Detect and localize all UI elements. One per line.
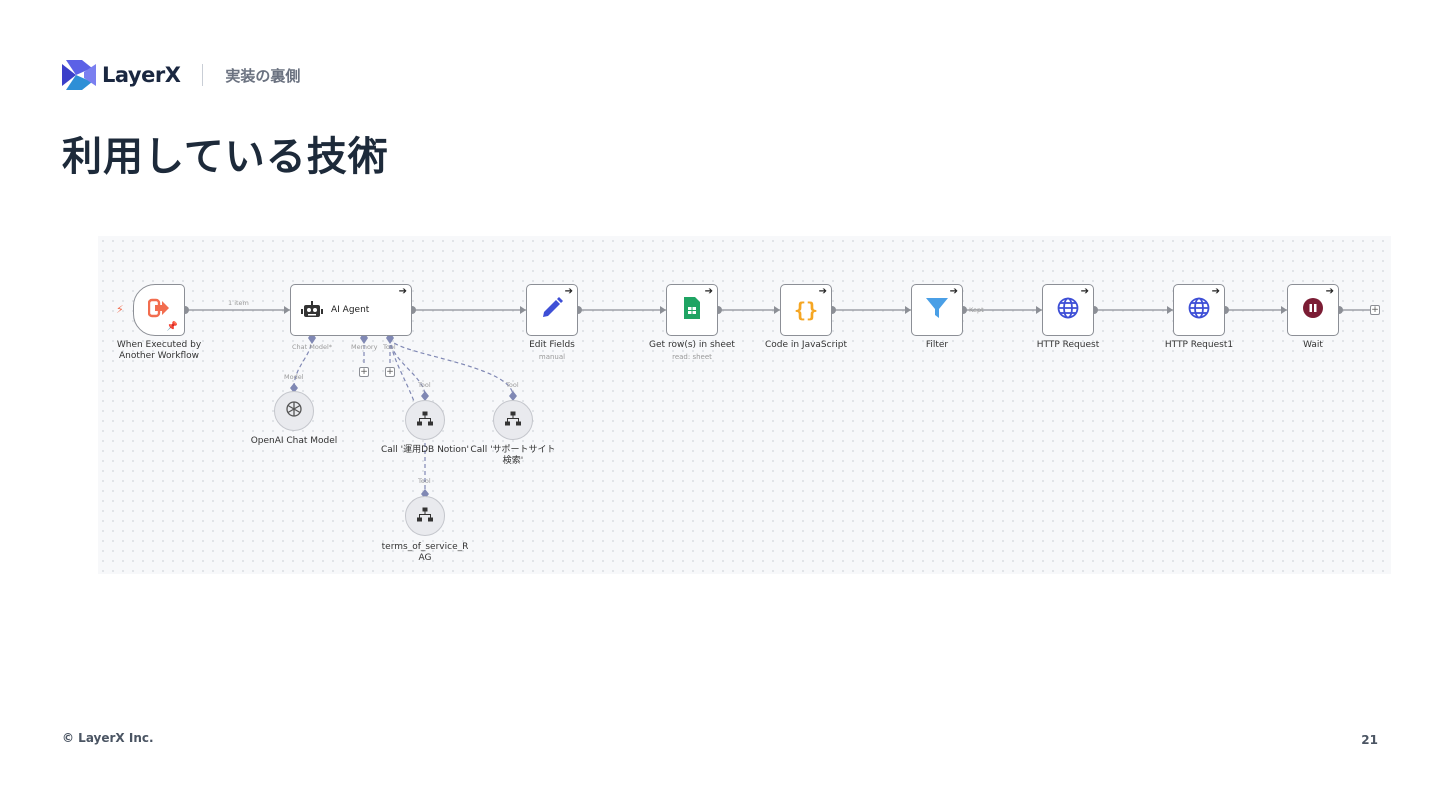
page-title: 利用している技術 (62, 134, 389, 180)
edit-fields-node[interactable]: ➔ (526, 284, 578, 336)
robot-icon (301, 301, 323, 323)
filter-label: Filter (925, 340, 949, 350)
openai-icon (285, 400, 303, 422)
get-rows-node[interactable]: ➔ (666, 284, 718, 336)
pause-icon (1303, 298, 1323, 322)
workflow-connections (181, 306, 1370, 499)
ai-agent-label: AI Agent (331, 305, 370, 315)
http-request-label: HTTP Request (1036, 340, 1100, 350)
wait-label: Wait (1303, 340, 1323, 350)
arrow-icon: ➔ (1211, 286, 1220, 297)
rag-tool-label: terms_of_service_RAG (381, 542, 469, 563)
http-request1-label: HTTP Request1 (1164, 340, 1234, 350)
exit-arrow-icon (147, 298, 170, 322)
filter-kept-label: Kept (969, 306, 984, 314)
port-tool: Tool (383, 343, 396, 351)
port-memory: Memory (351, 343, 378, 351)
code-node[interactable]: {} ➔ (780, 284, 832, 336)
copyright: © LayerX Inc. (62, 731, 154, 745)
workflow-canvas[interactable]: 📌 ⚡ When Executed by Another Workflow 1 … (98, 236, 1391, 574)
support-tool-node[interactable] (493, 400, 533, 440)
edge-label: 1 item (228, 299, 249, 307)
arrow-icon: ➔ (1080, 286, 1089, 297)
rag-tag: Tool (418, 477, 431, 485)
get-rows-label: Get row(s) in sheet (649, 340, 735, 350)
edit-fields-label: Edit Fields (529, 340, 575, 350)
port-chat-model: Chat Model* (292, 343, 333, 351)
support-tag: Tool (506, 381, 519, 389)
layerx-logo-icon (62, 60, 96, 90)
notion-tag: Tool (418, 381, 431, 389)
curly-braces-icon: {} (793, 298, 819, 322)
code-label: Code in JavaScript (764, 340, 848, 350)
openai-node[interactable] (274, 391, 314, 431)
openai-tag: Model (284, 373, 304, 381)
add-node-button[interactable]: + (1370, 305, 1380, 315)
notion-tool-node[interactable] (405, 400, 445, 440)
ai-agent-node[interactable]: AI Agent ➔ (290, 284, 412, 336)
pencil-icon (540, 296, 564, 324)
sitemap-icon (417, 411, 433, 430)
trigger-bolt-icon: ⚡ (116, 303, 124, 316)
arrow-icon: ➔ (398, 286, 407, 297)
openai-label: OpenAI Chat Model (250, 436, 338, 446)
funnel-icon (926, 297, 948, 323)
page-number: 21 (1361, 733, 1378, 747)
http-request-node[interactable]: ➔ (1042, 284, 1094, 336)
arrow-icon: ➔ (818, 286, 827, 297)
sitemap-icon (505, 411, 521, 430)
globe-icon (1057, 297, 1079, 323)
add-tool-button[interactable]: + (385, 367, 395, 377)
arrow-icon: ➔ (704, 286, 713, 297)
arrow-icon: ➔ (949, 286, 958, 297)
arrow-icon: ➔ (1325, 286, 1334, 297)
google-sheets-icon (684, 297, 700, 323)
edit-fields-sub: manual (538, 353, 566, 361)
add-memory-button[interactable]: + (359, 367, 369, 377)
sitemap-icon (417, 507, 433, 526)
globe-icon (1188, 297, 1210, 323)
arrow-icon: ➔ (564, 286, 573, 297)
slide-header: LayerX 実装の裏側 (62, 60, 300, 90)
trigger-label: When Executed by Another Workflow (116, 340, 202, 361)
wait-node[interactable]: ➔ (1287, 284, 1339, 336)
header-divider (202, 64, 204, 86)
notion-tool-label: Call '運用DB Notion' (380, 445, 470, 455)
pin-icon: 📌 (166, 322, 178, 332)
rag-tool-node[interactable] (405, 496, 445, 536)
filter-node[interactable]: ➔ (911, 284, 963, 336)
support-tool-label: Call 'サポートサイト検索' (470, 445, 556, 466)
get-rows-sub: read: sheet (672, 353, 712, 361)
trigger-node[interactable]: 📌 (133, 284, 185, 336)
section-title: 実装の裏側 (225, 66, 301, 85)
brand-name: LayerX (102, 63, 181, 87)
http-request1-node[interactable]: ➔ (1173, 284, 1225, 336)
